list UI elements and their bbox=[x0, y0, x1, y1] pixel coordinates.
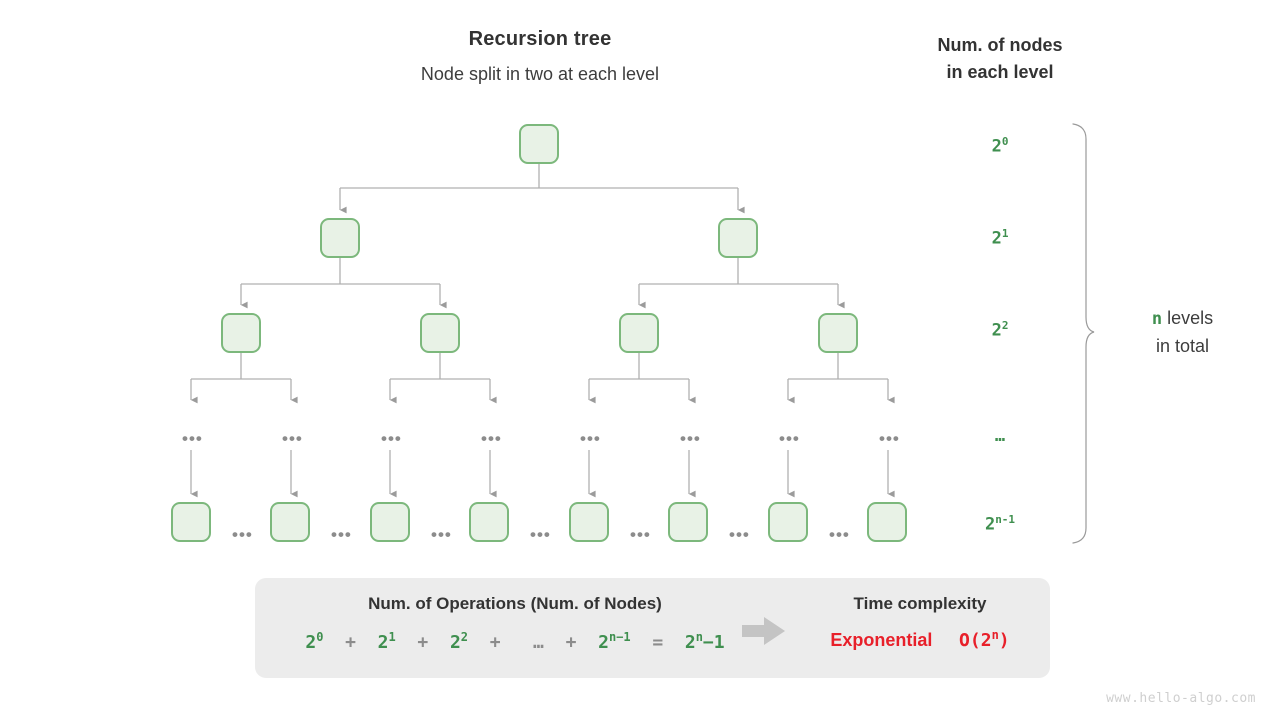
tree-ellipsis: ••• bbox=[580, 429, 601, 448]
right-column-heading-line1: Num. of nodes bbox=[937, 35, 1063, 55]
level-count-0: 20 bbox=[940, 136, 1060, 156]
tree-node[interactable] bbox=[619, 313, 659, 353]
complexity-word: Exponential bbox=[830, 630, 933, 650]
levels-word: levels bbox=[1167, 308, 1214, 328]
bottom-row-separator: ••• bbox=[829, 525, 850, 544]
bottom-row-separator: ••• bbox=[232, 525, 253, 544]
operator-plus: + bbox=[406, 632, 440, 653]
bottom-row-separator: ••• bbox=[331, 525, 352, 544]
operator-plus: + bbox=[334, 632, 367, 653]
level-count-base: 2 bbox=[984, 514, 996, 535]
tree-ellipsis: ••• bbox=[879, 429, 900, 448]
tree-node[interactable] bbox=[171, 502, 211, 542]
page-subtitle: Node split in two at each level bbox=[420, 64, 660, 84]
bottom-row-separator: ••• bbox=[729, 525, 750, 544]
summary-right-value: Exponential O(2n) bbox=[795, 628, 1045, 651]
term-2-pow-2: 22 bbox=[449, 630, 469, 653]
term-2-pow-n-minus-1: 2n−1 bbox=[598, 630, 631, 653]
watermark: www.hello-algo.com bbox=[1106, 691, 1256, 706]
tree-node[interactable] bbox=[818, 313, 858, 353]
tree-node[interactable] bbox=[469, 502, 509, 542]
summary-left-title: Num. of Operations (Num. of Nodes) bbox=[368, 594, 662, 613]
right-column-heading: Num. of nodes in each level bbox=[890, 32, 1110, 86]
tree-node[interactable] bbox=[768, 502, 808, 542]
level-count-4: 2n-1 bbox=[940, 514, 1060, 534]
tree-ellipsis: ••• bbox=[282, 429, 303, 448]
summary-right-title: Time complexity bbox=[853, 594, 987, 613]
operator-plus: + bbox=[478, 632, 512, 653]
summary-formula: 20 + 21 + 22 + … + 2n−1 = 2n−1 bbox=[285, 630, 745, 653]
right-arrow-icon bbox=[742, 617, 785, 645]
level-count-exponent: 1 bbox=[1001, 227, 1009, 240]
page-title: Recursion tree bbox=[468, 28, 612, 50]
total-levels-label: n levels in total bbox=[1100, 305, 1265, 360]
tree-node[interactable] bbox=[270, 502, 310, 542]
complexity-bigo: O(2n) bbox=[937, 628, 1010, 651]
tree-ellipsis: ••• bbox=[481, 429, 502, 448]
tree-ellipsis: ••• bbox=[381, 429, 402, 448]
bottom-row-separator: ••• bbox=[530, 525, 551, 544]
tree-ellipsis: ••• bbox=[680, 429, 701, 448]
tree-node[interactable] bbox=[867, 502, 907, 542]
operator-equals: = bbox=[641, 632, 674, 653]
level-count-base: 2 bbox=[991, 228, 1002, 249]
term-2-pow-0: 20 bbox=[305, 630, 324, 653]
level-count-exponent: n-1 bbox=[995, 513, 1016, 526]
tree-ellipsis: ••• bbox=[182, 429, 203, 448]
term-result: 2n−1 bbox=[684, 630, 725, 653]
tree-ellipsis: ••• bbox=[779, 429, 800, 448]
tree-node[interactable] bbox=[370, 502, 410, 542]
tree-node[interactable] bbox=[668, 502, 708, 542]
summary-box: Num. of Operations (Num. of Nodes) 20 + … bbox=[255, 578, 1050, 678]
operator-plus: + bbox=[565, 632, 588, 653]
tree-node[interactable] bbox=[320, 218, 360, 258]
levels-variable: n bbox=[1151, 309, 1163, 329]
level-count-2: 22 bbox=[940, 320, 1060, 340]
tree-node[interactable] bbox=[718, 218, 758, 258]
total-levels-line1: n levels bbox=[1100, 305, 1265, 333]
level-count-base: 2 bbox=[991, 320, 1002, 341]
bottom-row-separator: ••• bbox=[431, 525, 452, 544]
level-count-1: 21 bbox=[940, 228, 1060, 248]
level-count-ellipsis: … bbox=[994, 426, 1006, 446]
level-count-exponent: 0 bbox=[1001, 135, 1009, 148]
tree-node[interactable] bbox=[221, 313, 261, 353]
level-count-base: 2 bbox=[991, 136, 1002, 157]
term-2-pow-1: 21 bbox=[377, 630, 396, 653]
bottom-row-separator: ••• bbox=[630, 525, 651, 544]
right-column-heading-line2: in each level bbox=[946, 62, 1054, 82]
total-levels-line2: in total bbox=[1155, 336, 1210, 356]
level-count-exponent: 2 bbox=[1001, 319, 1009, 332]
tree-node[interactable] bbox=[569, 502, 609, 542]
tree-node[interactable] bbox=[420, 313, 460, 353]
tree-node[interactable] bbox=[519, 124, 559, 164]
formula-ellipsis: … bbox=[522, 632, 555, 653]
